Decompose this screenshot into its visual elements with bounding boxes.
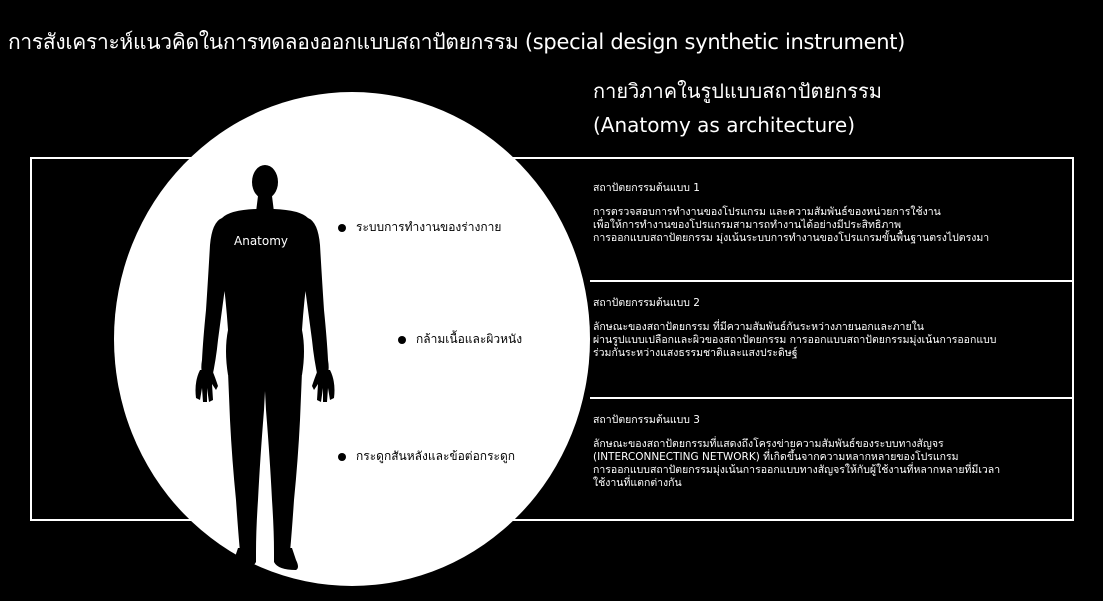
section-title-thai: กายวิภาคในรูปแบบสถาปัตยกรรม [593, 74, 882, 108]
prototype-description: ลักษณะของสถาปัตยกรรมที่แสดงถึงโครงข่ายคว… [593, 438, 1071, 490]
anatomy-label: Anatomy [234, 234, 288, 248]
section-title: กายวิภาคในรูปแบบสถาปัตยกรรม (Anatomy as … [593, 74, 882, 142]
prototype-description: ลักษณะของสถาปัตยกรรม ที่มีความสัมพันธ์กั… [593, 321, 1071, 360]
section-title-english: (Anatomy as architecture) [593, 108, 882, 142]
page-title: การสังเคราะห์แนวคิดในการทดลองออกแบบสถาปั… [8, 26, 905, 59]
prototype-description: การตรวจสอบการทำงานของโปรแกรม และความสัมพ… [593, 206, 1071, 245]
bullet-label: ระบบการทำงานของร่างกาย [356, 218, 501, 237]
row-divider [590, 280, 1074, 282]
prototype-1: สถาปัตยกรรมต้นแบบ 1 การตรวจสอบการทำงานขอ… [593, 182, 1071, 245]
row-divider [590, 397, 1074, 399]
prototype-title: สถาปัตยกรรมต้นแบบ 1 [593, 182, 1071, 195]
human-body-silhouette-icon [190, 160, 340, 580]
bullet-spine-joints: กระดูกสันหลังและข้อต่อกระดูก [338, 447, 515, 466]
bullet-body-system: ระบบการทำงานของร่างกาย [338, 218, 501, 237]
bullet-dot-icon [398, 336, 406, 344]
bullet-muscle-skin: กล้ามเนื้อและผิวหนัง [398, 330, 522, 349]
bullet-label: กล้ามเนื้อและผิวหนัง [416, 330, 522, 349]
prototype-title: สถาปัตยกรรมต้นแบบ 3 [593, 414, 1071, 427]
bullet-dot-icon [338, 453, 346, 461]
prototype-2: สถาปัตยกรรมต้นแบบ 2 ลักษณะของสถาปัตยกรรม… [593, 297, 1071, 360]
bullet-label: กระดูกสันหลังและข้อต่อกระดูก [356, 447, 515, 466]
bullet-dot-icon [338, 224, 346, 232]
prototype-title: สถาปัตยกรรมต้นแบบ 2 [593, 297, 1071, 310]
prototype-3: สถาปัตยกรรมต้นแบบ 3 ลักษณะของสถาปัตยกรรม… [593, 414, 1071, 490]
